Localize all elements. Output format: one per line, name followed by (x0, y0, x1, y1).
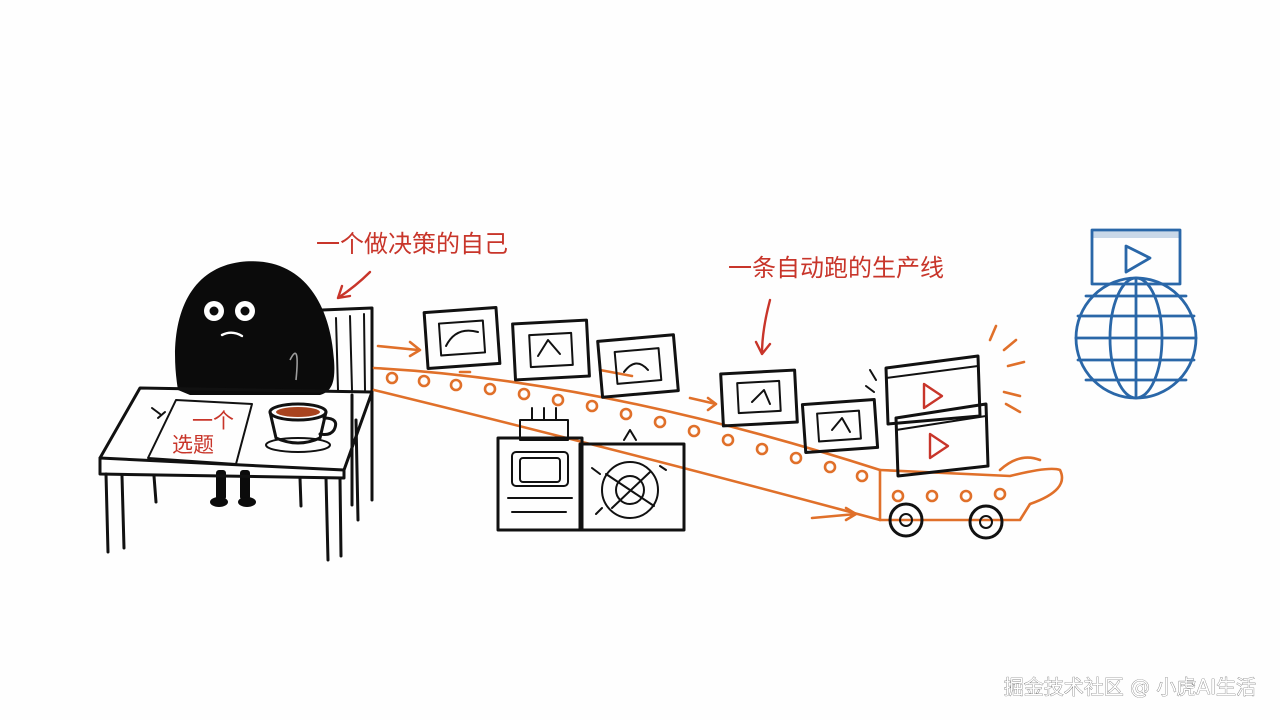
play-icon (1124, 244, 1152, 274)
desk (98, 386, 374, 562)
decision-self-arrow-icon (336, 270, 372, 300)
topic-note-line1: 一个 (192, 409, 234, 433)
coffee-cup (265, 402, 338, 453)
conveyor-belt (372, 340, 1064, 522)
note-paper: 一个 选题 (147, 399, 253, 465)
production-line-arrow-icon (754, 298, 772, 356)
globe (1074, 276, 1198, 400)
production-line-label: 一条自动跑的生产线 (728, 254, 944, 282)
video-frame-5 (800, 398, 880, 454)
sparkle-lines (865, 324, 1026, 414)
video-frame-4 (719, 368, 799, 428)
video-card-top (884, 354, 982, 426)
play-icon (922, 382, 944, 410)
watermark: 掘金技术社区 @ 小虎AI生活 (1004, 675, 1256, 699)
blob-character (175, 261, 335, 507)
decision-self-label: 一个做决策的自己 (316, 230, 508, 258)
cart (888, 502, 1004, 540)
play-icon (928, 432, 950, 460)
video-card-bottom (894, 402, 990, 478)
video-frame-3 (596, 333, 680, 399)
video-frame-2 (511, 318, 591, 382)
topic-note-line2: 选题 (172, 433, 214, 457)
machine (496, 407, 686, 532)
conveyor-rollers (385, 371, 1007, 503)
video-frame-1 (422, 306, 502, 370)
globe-video-screen (1090, 228, 1182, 286)
